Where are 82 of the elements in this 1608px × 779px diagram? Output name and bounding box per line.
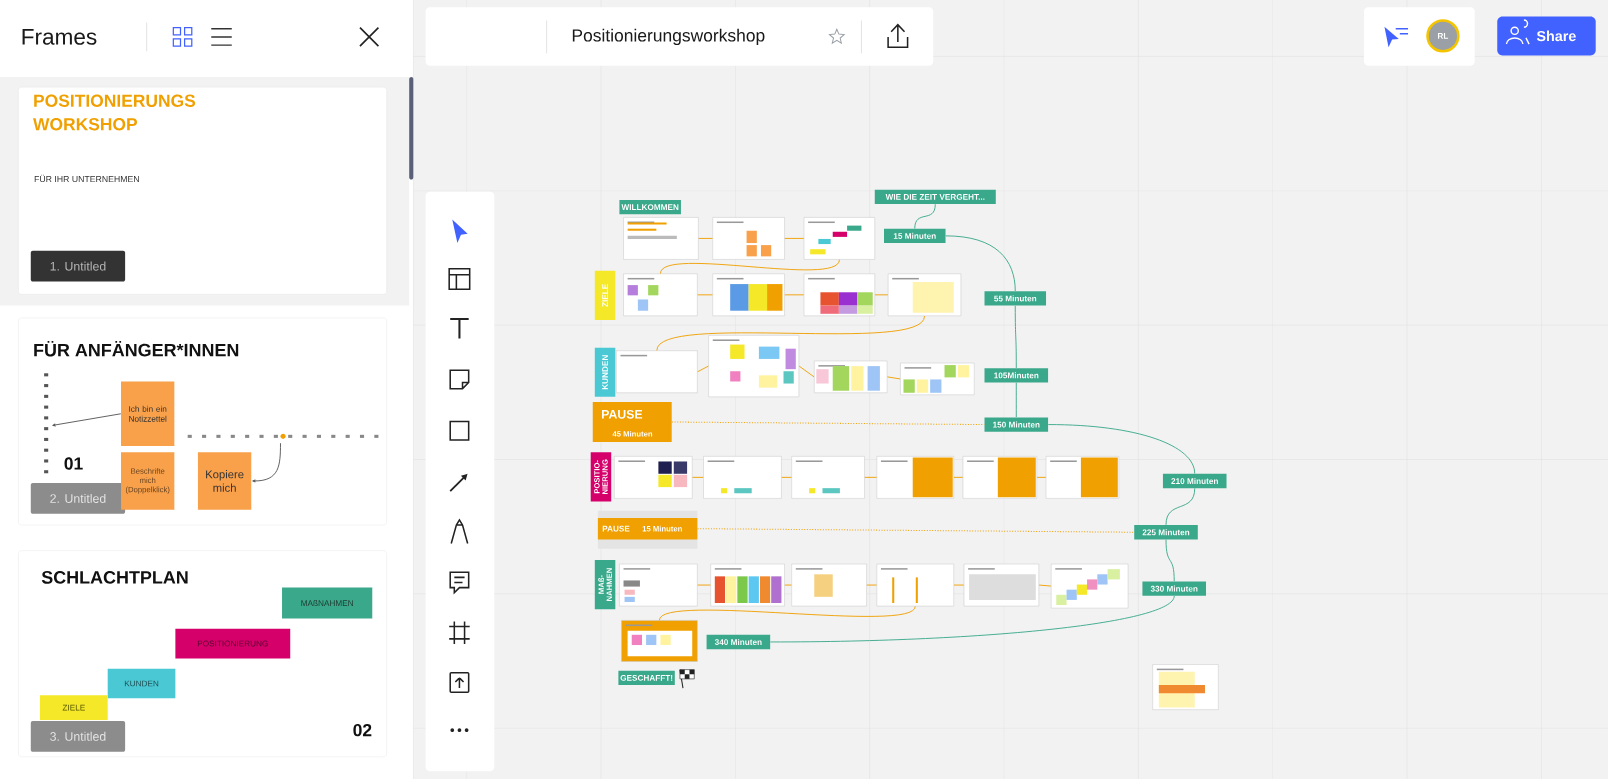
share-button: Share xyxy=(1497,16,1596,56)
board-frame xyxy=(708,334,800,397)
frame-number: 01 xyxy=(64,457,83,470)
frame-subtitle: FÜR IHR UNTERNEHMEN xyxy=(34,174,139,182)
board-frame xyxy=(791,563,867,607)
connector-line xyxy=(866,584,877,586)
connector-line xyxy=(697,584,711,586)
banner-title: PAUSE xyxy=(602,525,630,532)
connector-line xyxy=(1047,423,1196,474)
arrow xyxy=(252,442,281,483)
connector-line xyxy=(784,237,805,239)
frame-number: 02 xyxy=(353,723,372,737)
connector-line xyxy=(1036,476,1047,478)
connector-line xyxy=(886,376,901,380)
board-frame xyxy=(900,362,975,395)
category-box: POSITIONIERUNG xyxy=(175,628,291,659)
board-frame xyxy=(616,350,698,393)
connector-line xyxy=(945,235,1016,292)
board-frame xyxy=(803,216,876,260)
board-frame xyxy=(712,216,785,260)
connector-line xyxy=(697,294,713,296)
connector-line xyxy=(697,527,1135,533)
time-tag: 330 Minuten xyxy=(1142,581,1206,596)
sticky-note: Ich bin ein Notizzettel xyxy=(121,381,175,446)
connector-line xyxy=(784,294,805,296)
sticky-note: Kopiere mich xyxy=(197,452,252,510)
board-frame xyxy=(814,360,888,393)
board-frame xyxy=(876,563,954,607)
board-frame xyxy=(712,273,785,316)
board-frame xyxy=(1152,664,1219,710)
toolbar-drawing xyxy=(187,433,379,439)
banner-title: PAUSE xyxy=(602,409,643,419)
board-frame xyxy=(623,273,698,316)
board-frame xyxy=(621,620,698,662)
connector-line xyxy=(864,476,877,478)
category-box: KUNDEN xyxy=(107,668,176,699)
connector-line xyxy=(1165,538,1175,582)
frame-badge: 1. Untitled xyxy=(30,250,126,282)
board-frame xyxy=(614,455,693,499)
connector-line xyxy=(798,365,815,378)
category-box: MAßNAHMEN xyxy=(282,587,373,619)
time-tag: 150 Minuten xyxy=(984,417,1049,432)
connector-line xyxy=(1165,487,1196,526)
connector-line xyxy=(671,421,985,425)
category-box: ZIELE xyxy=(40,695,108,720)
toolbar-drawing xyxy=(44,373,49,474)
board-frame xyxy=(887,273,962,316)
board-frame xyxy=(791,455,865,499)
board-frame xyxy=(710,563,785,607)
board-title: Positionierungsworkshop xyxy=(572,28,765,45)
board-frame xyxy=(963,563,1040,607)
connector-line xyxy=(658,605,916,621)
connector-line xyxy=(914,203,936,229)
board-frame xyxy=(703,455,782,499)
connector-line xyxy=(660,259,840,274)
connector-line xyxy=(874,294,889,296)
connector-line xyxy=(697,365,709,372)
board-frame xyxy=(1050,563,1129,609)
board-frame xyxy=(1045,455,1120,499)
frame-title: SCHLACHTPLAN xyxy=(41,570,188,584)
board-frame xyxy=(619,563,698,607)
board-frame xyxy=(876,455,954,499)
connector-line xyxy=(692,476,704,478)
connector-line xyxy=(1014,305,1017,369)
frame-badge: 3. Untitled xyxy=(30,720,126,752)
panel-title: Frames xyxy=(22,28,97,45)
connector-line xyxy=(1015,382,1017,418)
connector-line xyxy=(784,584,792,586)
frame-title: POSITIONIERUNGS WORKSHOP xyxy=(33,94,196,131)
frame-title: FÜR ANFÄNGER*INNEN xyxy=(34,340,239,357)
board-frame xyxy=(962,455,1038,499)
connector-line xyxy=(953,476,964,478)
board-frame xyxy=(803,273,876,316)
time-tag: 55 Minuten xyxy=(984,291,1047,306)
connector-line xyxy=(698,237,713,239)
connector-line xyxy=(656,315,925,351)
connector-line xyxy=(953,584,965,586)
connector-line xyxy=(1038,584,1052,587)
connector-line xyxy=(769,595,1175,643)
connector-line xyxy=(781,476,792,478)
board-frame xyxy=(623,216,699,260)
arrow xyxy=(52,413,122,427)
